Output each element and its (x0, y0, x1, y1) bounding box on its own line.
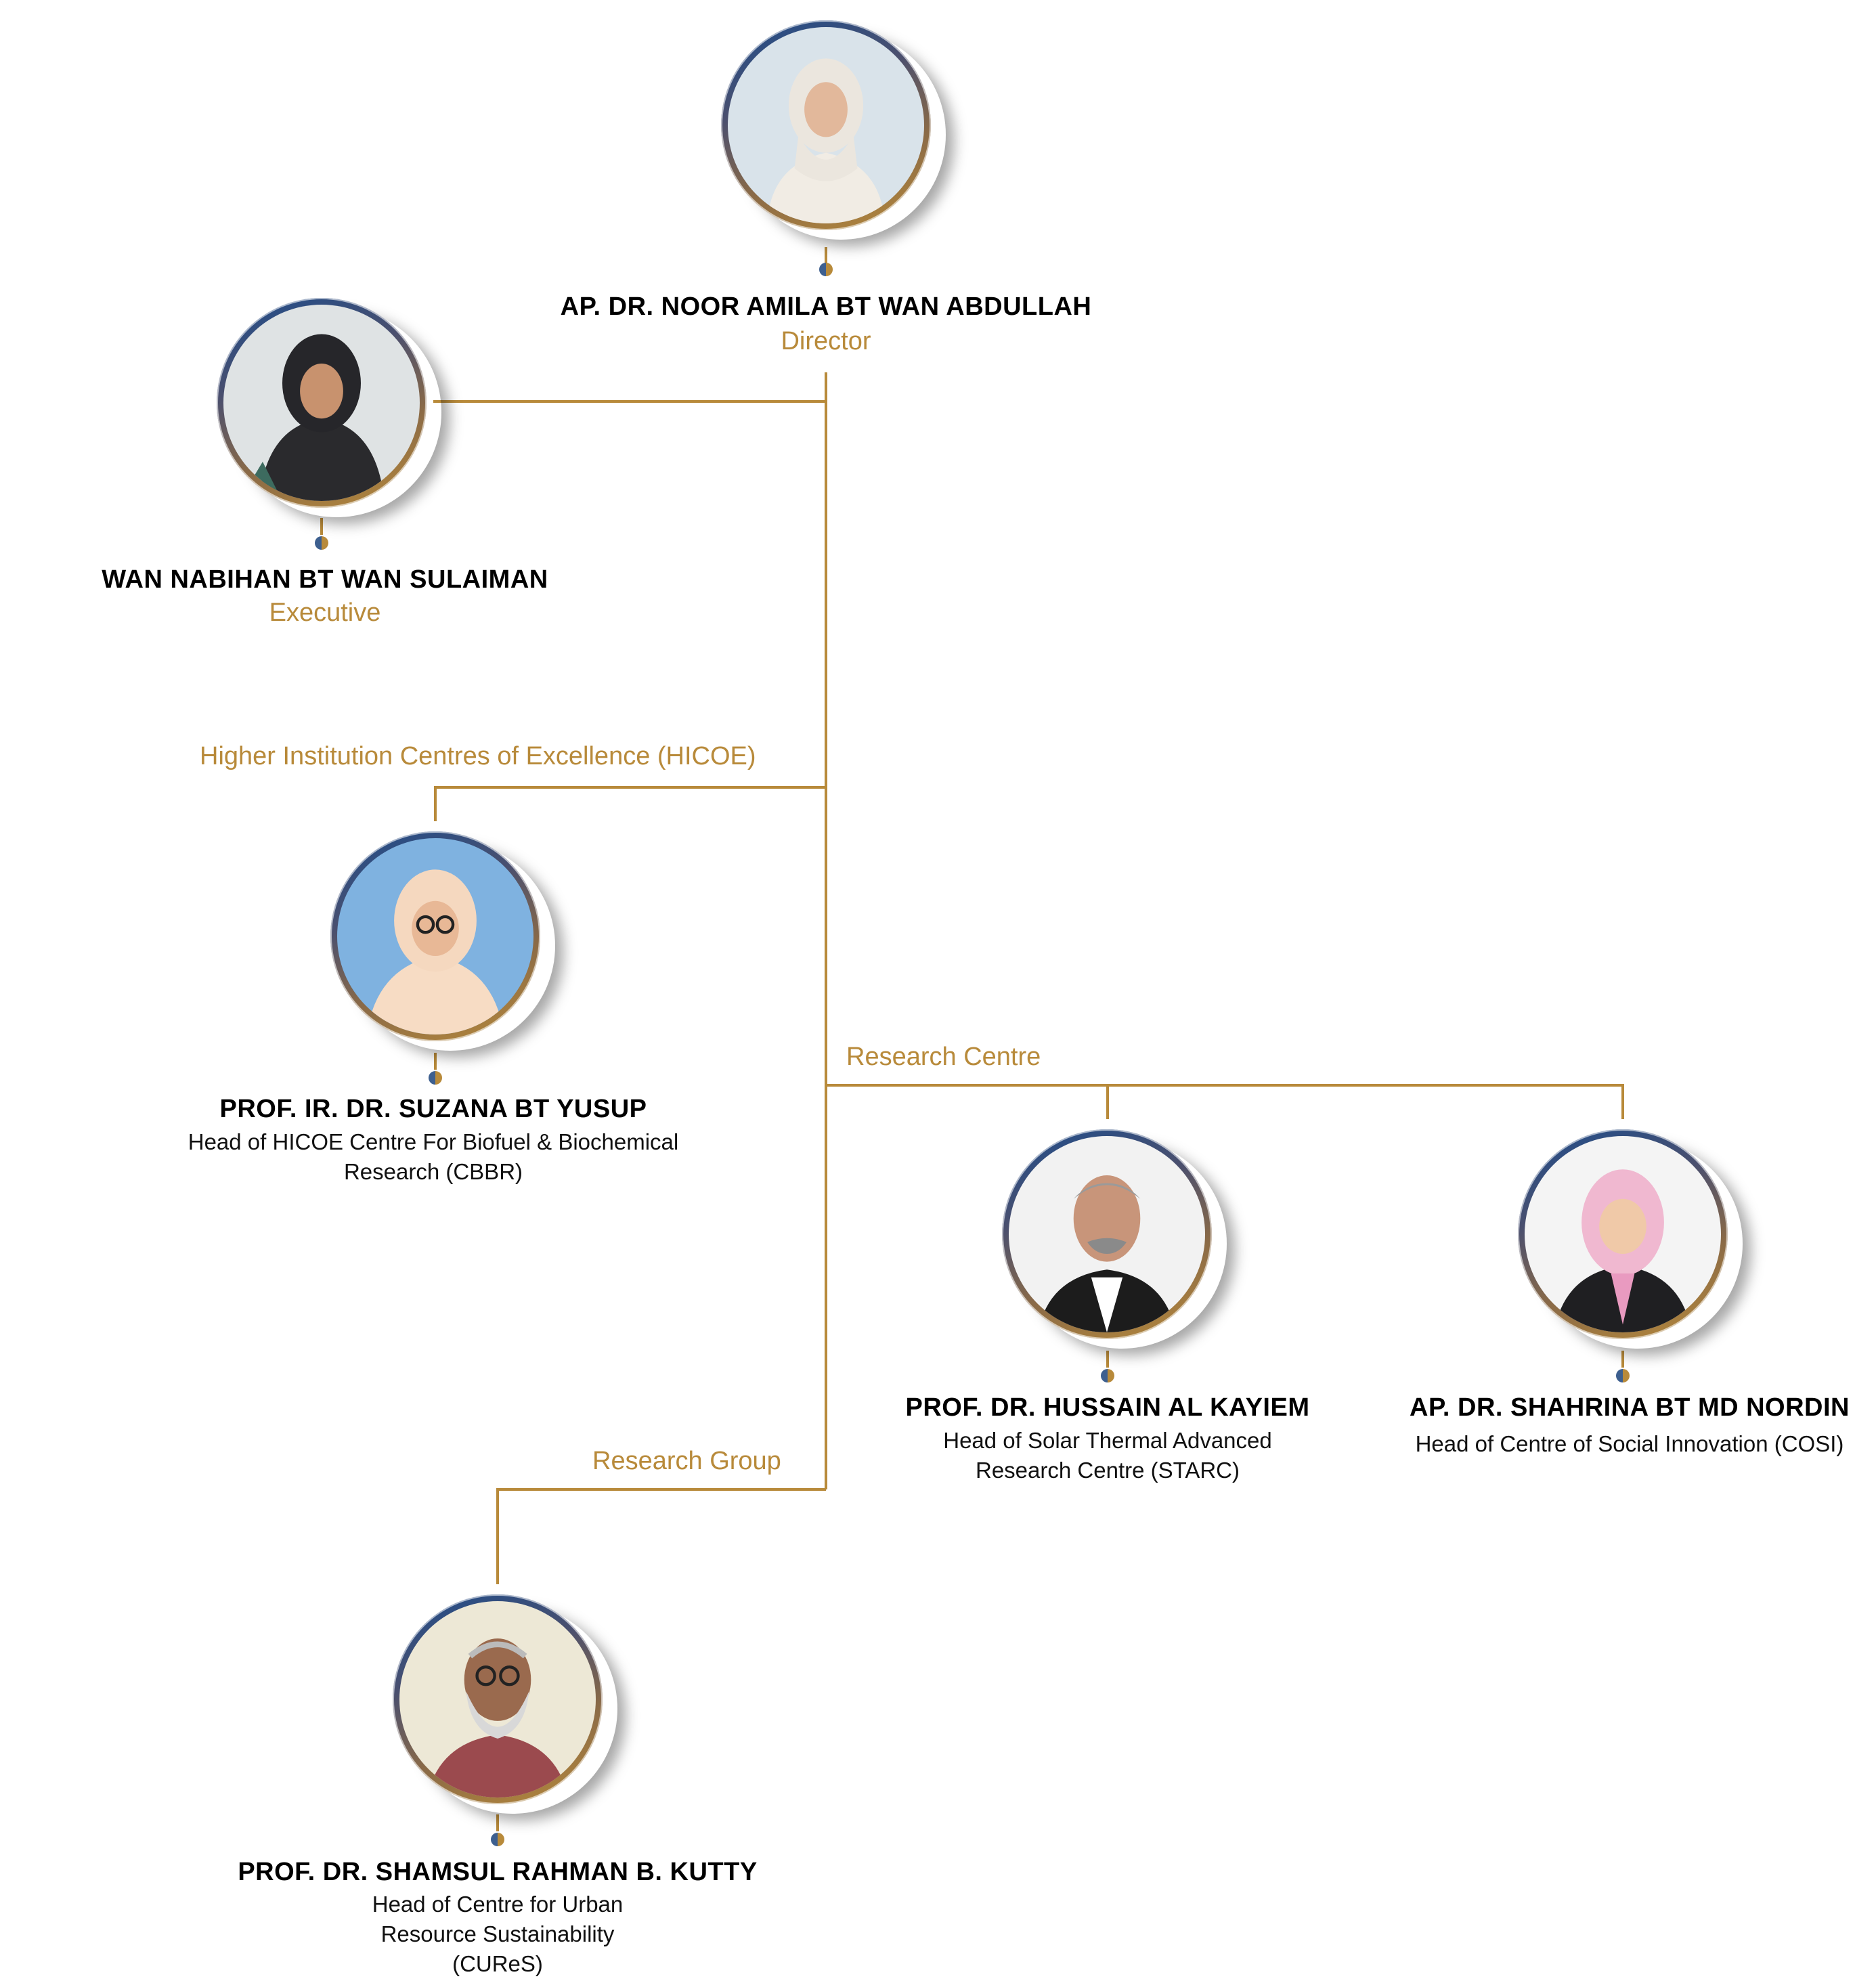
research-group-connector (496, 1488, 826, 1584)
branch-label-research-centre: Research Centre (846, 1043, 1041, 1071)
cosi-avatar (1518, 1129, 1728, 1339)
executive-name: WAN NABIHAN BT WAN SULAIMAN (102, 565, 548, 594)
director-dot (819, 263, 833, 276)
director-role: Director (781, 327, 871, 355)
cosi-description: Head of Centre of Social Innovation (COS… (1332, 1429, 1876, 1459)
cures-dot (491, 1833, 504, 1846)
starc-name: PROF. DR. HUSSAIN AL KAYIEM (905, 1393, 1310, 1422)
cures-desc-line3: (CUReS) (452, 1951, 543, 1976)
cures-desc-line1: Head of Centre for Urban (372, 1892, 624, 1917)
starc-description: Head of Solar Thermal Advanced Research … (769, 1426, 1446, 1485)
cbbr-description: Head of HICOE Centre For Biofuel & Bioch… (95, 1127, 772, 1187)
cures-name: PROF. DR. SHAMSUL RAHMAN B. KUTTY (238, 1858, 758, 1886)
cosi-dot (1616, 1369, 1630, 1382)
cures-photo (399, 1601, 596, 1797)
cbbr-photo (337, 838, 533, 1034)
cosi-name: AP. DR. SHAHRINA BT MD NORDIN (1410, 1393, 1850, 1422)
cures-avatar (393, 1594, 603, 1804)
branch-label-hicoe: Higher Institution Centres of Excellence… (200, 742, 756, 770)
director-name: AP. DR. NOOR AMILA BT WAN ABDULLAH (560, 292, 1092, 321)
starc-dot (1101, 1369, 1114, 1382)
cbbr-avatar (330, 831, 540, 1041)
cosi-photo (1525, 1136, 1721, 1332)
cures-desc-line2: Resource Sustainability (380, 1921, 615, 1946)
cbbr-desc-line1: Head of HICOE Centre For Biofuel & Bioch… (188, 1129, 679, 1154)
hicoe-connector (434, 786, 826, 821)
research-centre-connector (826, 1084, 1624, 1119)
executive-photo (223, 305, 420, 501)
executive-role: Executive (269, 598, 381, 627)
executive-dot (315, 536, 328, 550)
cosi-desc-line1: Head of Centre of Social Innovation (COS… (1415, 1431, 1844, 1456)
cbbr-desc-line2: Research (CBBR) (343, 1159, 523, 1184)
cbbr-name: PROF. IR. DR. SUZANA BT YUSUP (219, 1095, 647, 1123)
director-avatar (721, 20, 931, 230)
starc-desc-line2: Research Centre (STARC) (976, 1458, 1240, 1483)
executive-avatar (217, 298, 427, 508)
starc-desc-line1: Head of Solar Thermal Advanced (943, 1428, 1272, 1453)
director-photo (728, 27, 924, 223)
branch-label-research-group: Research Group (592, 1447, 781, 1475)
cures-description: Head of Centre for Urban Resource Sustai… (227, 1890, 768, 1979)
starc-photo (1009, 1136, 1205, 1332)
cbbr-dot (429, 1071, 442, 1085)
starc-avatar (1002, 1129, 1212, 1339)
